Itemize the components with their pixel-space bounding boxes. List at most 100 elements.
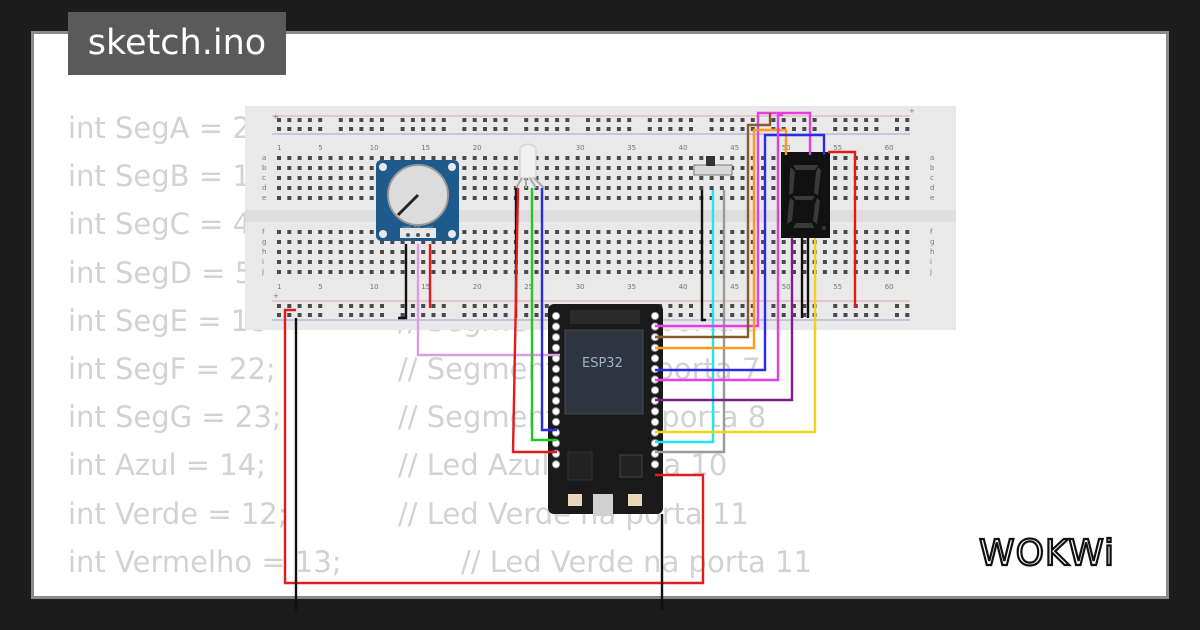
column-number: 45 — [730, 283, 739, 291]
row-letter: a — [930, 154, 934, 162]
wokwi-logo-text: WOKWi — [979, 533, 1115, 574]
esp32-pin[interactable] — [551, 375, 561, 384]
column-number: 5 — [318, 144, 322, 152]
wire-led-blue — [540, 188, 557, 432]
pot-pin-vcc: VCC — [425, 226, 434, 231]
row-letter: h — [262, 248, 266, 256]
esp32-pin[interactable] — [551, 407, 561, 416]
column-number: 60 — [885, 144, 894, 152]
column-number: 10 — [370, 144, 379, 152]
code-line: int SegG = 23;// Segmento G na porta 8 — [68, 393, 766, 441]
code-statement: int Chave1 = 15; — [68, 593, 314, 596]
wire-pot-sig — [416, 244, 560, 357]
column-number: 15 — [421, 283, 430, 291]
column-number: 40 — [679, 283, 688, 291]
row-letter: e — [262, 194, 266, 202]
pot-pin-gnd: GND — [402, 226, 411, 231]
row-letter: f — [930, 228, 933, 236]
esp32-pin[interactable] — [650, 354, 660, 363]
esp32-pin[interactable] — [551, 396, 561, 405]
wire-seg-g — [655, 113, 783, 382]
wire-led-green — [530, 188, 557, 442]
column-number: 5 — [318, 283, 322, 291]
rail-plus-bottom: + — [273, 292, 279, 300]
esp32-pin[interactable] — [650, 417, 660, 427]
wire-seg-e — [655, 238, 794, 402]
row-letter: j — [929, 268, 932, 276]
row-letter: j — [261, 268, 264, 276]
pot-knob-indicator — [396, 193, 420, 217]
column-number: 30 — [576, 283, 585, 291]
wire-led-red — [511, 187, 557, 454]
column-number: 30 — [576, 144, 585, 152]
row-letter: b — [930, 164, 935, 172]
esp32-pin[interactable] — [650, 386, 660, 395]
column-number: 20 — [473, 283, 482, 291]
code-line: int SegB = 1 — [68, 152, 342, 200]
column-number: 45 — [730, 144, 739, 152]
code-statement: int SegG = 23; — [68, 400, 282, 435]
wire-seg-common-red — [828, 150, 857, 308]
column-number: 40 — [679, 144, 688, 152]
code-line: int Chave1 = 15;// Botão Chave — [68, 586, 612, 596]
wokwi-logo: WOKWi — [978, 532, 1115, 575]
row-letter: e — [930, 194, 934, 202]
code-statement: int Azul = 14; — [68, 448, 266, 483]
wire-seg-f — [655, 238, 817, 434]
wire-seg-a — [655, 111, 812, 328]
esp32-pin[interactable] — [650, 311, 660, 321]
column-number: 20 — [473, 144, 482, 152]
column-number: 15 — [421, 144, 430, 152]
breadboard-center-channel — [245, 210, 956, 222]
column-number: 25 — [524, 283, 533, 291]
esp32-pin[interactable] — [650, 407, 660, 416]
code-line: int Vermelho = 13; // Led Verde na porta … — [68, 538, 812, 586]
wire-switch-vcc — [655, 190, 726, 454]
row-letter: f — [262, 228, 265, 236]
esp32-pin[interactable] — [551, 333, 561, 342]
code-statement: int SegF = 22; — [68, 351, 276, 386]
wire-seg-d — [655, 133, 826, 372]
row-letter: i — [262, 258, 264, 266]
code-statement: int SegB = 1 — [68, 159, 251, 194]
row-letter: h — [930, 248, 934, 256]
row-letter: g — [930, 238, 934, 246]
code-statement: int Vermelho = 13; — [68, 544, 342, 579]
rgb-led[interactable] — [515, 143, 545, 189]
code-comment: // Led Verde na porta 11 — [461, 544, 812, 579]
row-letter: d — [930, 184, 934, 192]
row-letter: b — [262, 164, 267, 172]
column-number: 55 — [833, 283, 842, 291]
en-button — [628, 494, 642, 506]
wire-pot-gnd — [398, 244, 408, 320]
esp32-board[interactable]: ESP32 — [548, 304, 663, 516]
wire-seg-c — [655, 128, 788, 350]
potentiometer[interactable]: GND SIG VCC — [376, 160, 459, 241]
wires — [283, 111, 857, 610]
esp32-pin[interactable] — [551, 311, 561, 321]
sketch-file-tab[interactable]: sketch.ino — [68, 12, 286, 75]
wire-switch-gnd — [700, 190, 706, 322]
row-letter: c — [930, 174, 934, 182]
pot-pin-sig: SIG — [414, 226, 421, 231]
column-number: 35 — [627, 283, 636, 291]
usb-port — [593, 494, 613, 516]
esp32-pin[interactable] — [551, 417, 561, 427]
slide-switch[interactable] — [693, 156, 733, 176]
column-number: 55 — [833, 144, 842, 152]
code-statement: int Verde = 12; — [68, 496, 288, 531]
esp32-pin[interactable] — [551, 364, 561, 374]
column-number: 60 — [885, 283, 894, 291]
column-number: 1 — [277, 283, 281, 291]
esp32-pin[interactable] — [551, 460, 561, 469]
esp32-pin[interactable] — [551, 343, 561, 352]
esp32-pin[interactable] — [650, 460, 660, 469]
column-number: 1 — [277, 144, 281, 152]
column-number: 50 — [782, 283, 791, 291]
boot-button — [568, 494, 582, 506]
esp32-pin[interactable] — [551, 322, 561, 331]
esp32-pin[interactable] — [551, 386, 561, 395]
